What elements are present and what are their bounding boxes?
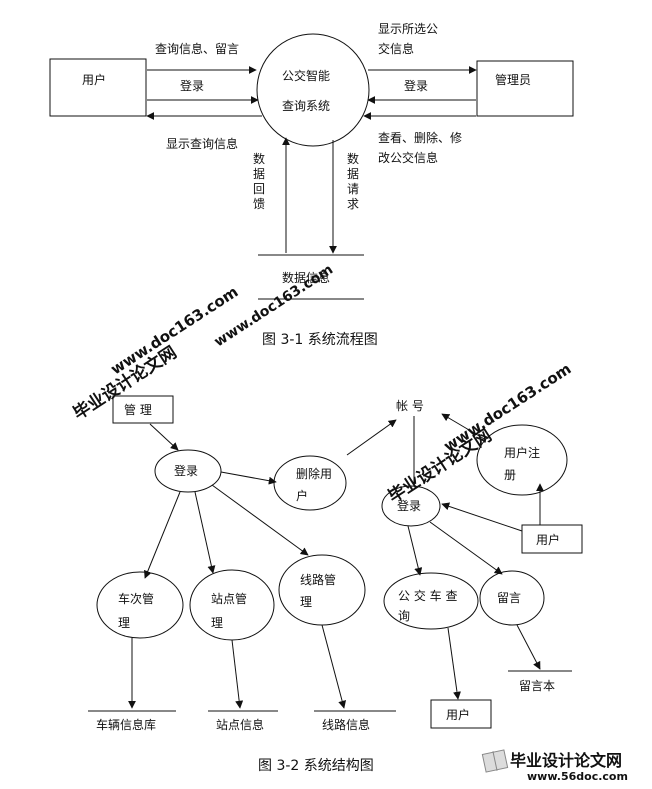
site-logo: 毕业设计论文网 www.56doc.com bbox=[481, 749, 628, 783]
user-box-right bbox=[521, 524, 583, 554]
logo-url: www.56doc.com bbox=[527, 770, 628, 783]
arrow-login-to-message bbox=[429, 521, 503, 575]
account-label: 帐 号 bbox=[396, 398, 424, 413]
feedback-ch-4: 馈 bbox=[253, 197, 265, 211]
figure-3-1-caption: 图 3-1 系统流程图 bbox=[262, 332, 378, 348]
login-left-label: 登录 bbox=[174, 463, 198, 478]
message-label: 留言 bbox=[497, 591, 521, 605]
arrow-manage-to-login bbox=[149, 423, 179, 451]
figure-3-2-caption: 图 3-2 系统结构图 bbox=[258, 758, 374, 774]
station-info-label: 站点信息 bbox=[216, 717, 264, 732]
label-query-message: 查询信息、留言 bbox=[155, 41, 239, 56]
register-label-1: 用户注 bbox=[504, 445, 540, 460]
arrow-route-to-info bbox=[321, 624, 347, 709]
system-process-circle bbox=[256, 33, 370, 147]
arrow-register-to-account bbox=[441, 413, 487, 441]
register-node bbox=[476, 424, 568, 496]
arrow-bus-query-to-user bbox=[447, 627, 461, 700]
route-mgmt-label-2: 理 bbox=[300, 595, 312, 609]
route-mgmt-label-1: 线路管 bbox=[300, 572, 336, 587]
arrow-login-to-delete bbox=[220, 471, 277, 485]
arrow-message-to-book bbox=[516, 624, 541, 670]
bus-query-label-1: 公 交 车 查 bbox=[398, 588, 457, 603]
user-entity-label: 用户 bbox=[82, 72, 106, 87]
system-process-label-1: 公交智能 bbox=[282, 68, 330, 83]
login-right-node bbox=[381, 485, 441, 527]
login-right-label: 登录 bbox=[397, 498, 421, 513]
logo-book-spine bbox=[492, 751, 498, 771]
arrow-login-to-station-mgmt bbox=[194, 491, 216, 574]
route-info-label: 线路信息 bbox=[322, 717, 370, 732]
bus-query-node bbox=[383, 572, 479, 630]
arrow-login-to-bus-mgmt bbox=[144, 491, 181, 579]
request-ch-2: 据 bbox=[347, 167, 359, 181]
admin-entity-box bbox=[476, 60, 574, 117]
request-ch-3: 请 bbox=[347, 182, 359, 196]
delete-user-node bbox=[273, 455, 347, 511]
label-show-selected-1: 显示所选公 bbox=[378, 22, 438, 36]
user-box-bottom bbox=[430, 699, 492, 729]
message-node bbox=[479, 570, 545, 626]
bus-mgmt-label-1: 车次管 bbox=[118, 591, 154, 606]
user-entity-box bbox=[49, 58, 147, 117]
label-display-query: 显示查询信息 bbox=[166, 136, 238, 151]
logo-text: 毕业设计论文网 bbox=[510, 751, 622, 770]
label-view-edit-2: 改公交信息 bbox=[378, 150, 438, 165]
bus-mgmt-label-2: 理 bbox=[118, 616, 130, 630]
bus-mgmt-node bbox=[96, 571, 184, 639]
station-mgmt-label-2: 理 bbox=[211, 616, 223, 630]
label-login-right: 登录 bbox=[404, 78, 428, 93]
manage-box bbox=[112, 395, 174, 424]
arrow-login-to-bus-query bbox=[407, 525, 423, 576]
arrow-login-to-route-mgmt bbox=[211, 484, 309, 556]
arrow-user-to-login bbox=[441, 502, 523, 532]
bus-db-label: 车辆信息库 bbox=[96, 717, 156, 732]
register-label-2: 册 bbox=[504, 468, 516, 482]
label-show-selected-2: 交信息 bbox=[378, 41, 414, 56]
feedback-ch-1: 数 bbox=[253, 151, 265, 166]
label-login-left: 登录 bbox=[180, 78, 204, 93]
station-mgmt-label-1: 站点管 bbox=[211, 591, 247, 606]
request-ch-4: 求 bbox=[347, 197, 359, 211]
datastore-label: 数据信息 bbox=[282, 270, 330, 285]
user-box-right-label: 用户 bbox=[536, 532, 560, 547]
figure-3-2: 管 理 登录 删除用 户 车次管 理 站点管 理 线路管 理 车辆信息库 站点信… bbox=[88, 395, 583, 774]
message-book-label: 留言本 bbox=[519, 679, 555, 693]
delete-user-label-1: 删除用 bbox=[296, 466, 332, 481]
manage-box-label: 管 理 bbox=[124, 402, 152, 417]
label-data-feedback: 数 据 回 馈 bbox=[253, 151, 269, 211]
arrow-delete-to-account bbox=[346, 419, 397, 456]
arrow-station-to-info bbox=[231, 639, 244, 709]
watermark-brand-2: 毕业设计论文网 bbox=[384, 425, 495, 507]
bus-query-label-2: 询 bbox=[398, 609, 410, 623]
label-data-request: 数 据 请 求 bbox=[347, 151, 363, 211]
label-view-edit-1: 查看、删除、修 bbox=[378, 130, 462, 145]
user-box-bottom-label: 用户 bbox=[446, 707, 470, 722]
request-ch-1: 数 bbox=[347, 151, 359, 166]
system-process-label-2: 查询系统 bbox=[282, 99, 330, 113]
feedback-ch-2: 据 bbox=[253, 167, 265, 181]
login-left-node bbox=[154, 449, 222, 493]
feedback-ch-3: 回 bbox=[253, 182, 265, 196]
admin-entity-label: 管理员 bbox=[495, 72, 531, 87]
figure-3-1: 用户 管理员 公交智能 查询系统 查询信息、留言 登录 显示查询信息 显示所选公… bbox=[49, 22, 574, 348]
delete-user-label-2: 户 bbox=[296, 488, 308, 503]
route-mgmt-node bbox=[278, 554, 366, 626]
